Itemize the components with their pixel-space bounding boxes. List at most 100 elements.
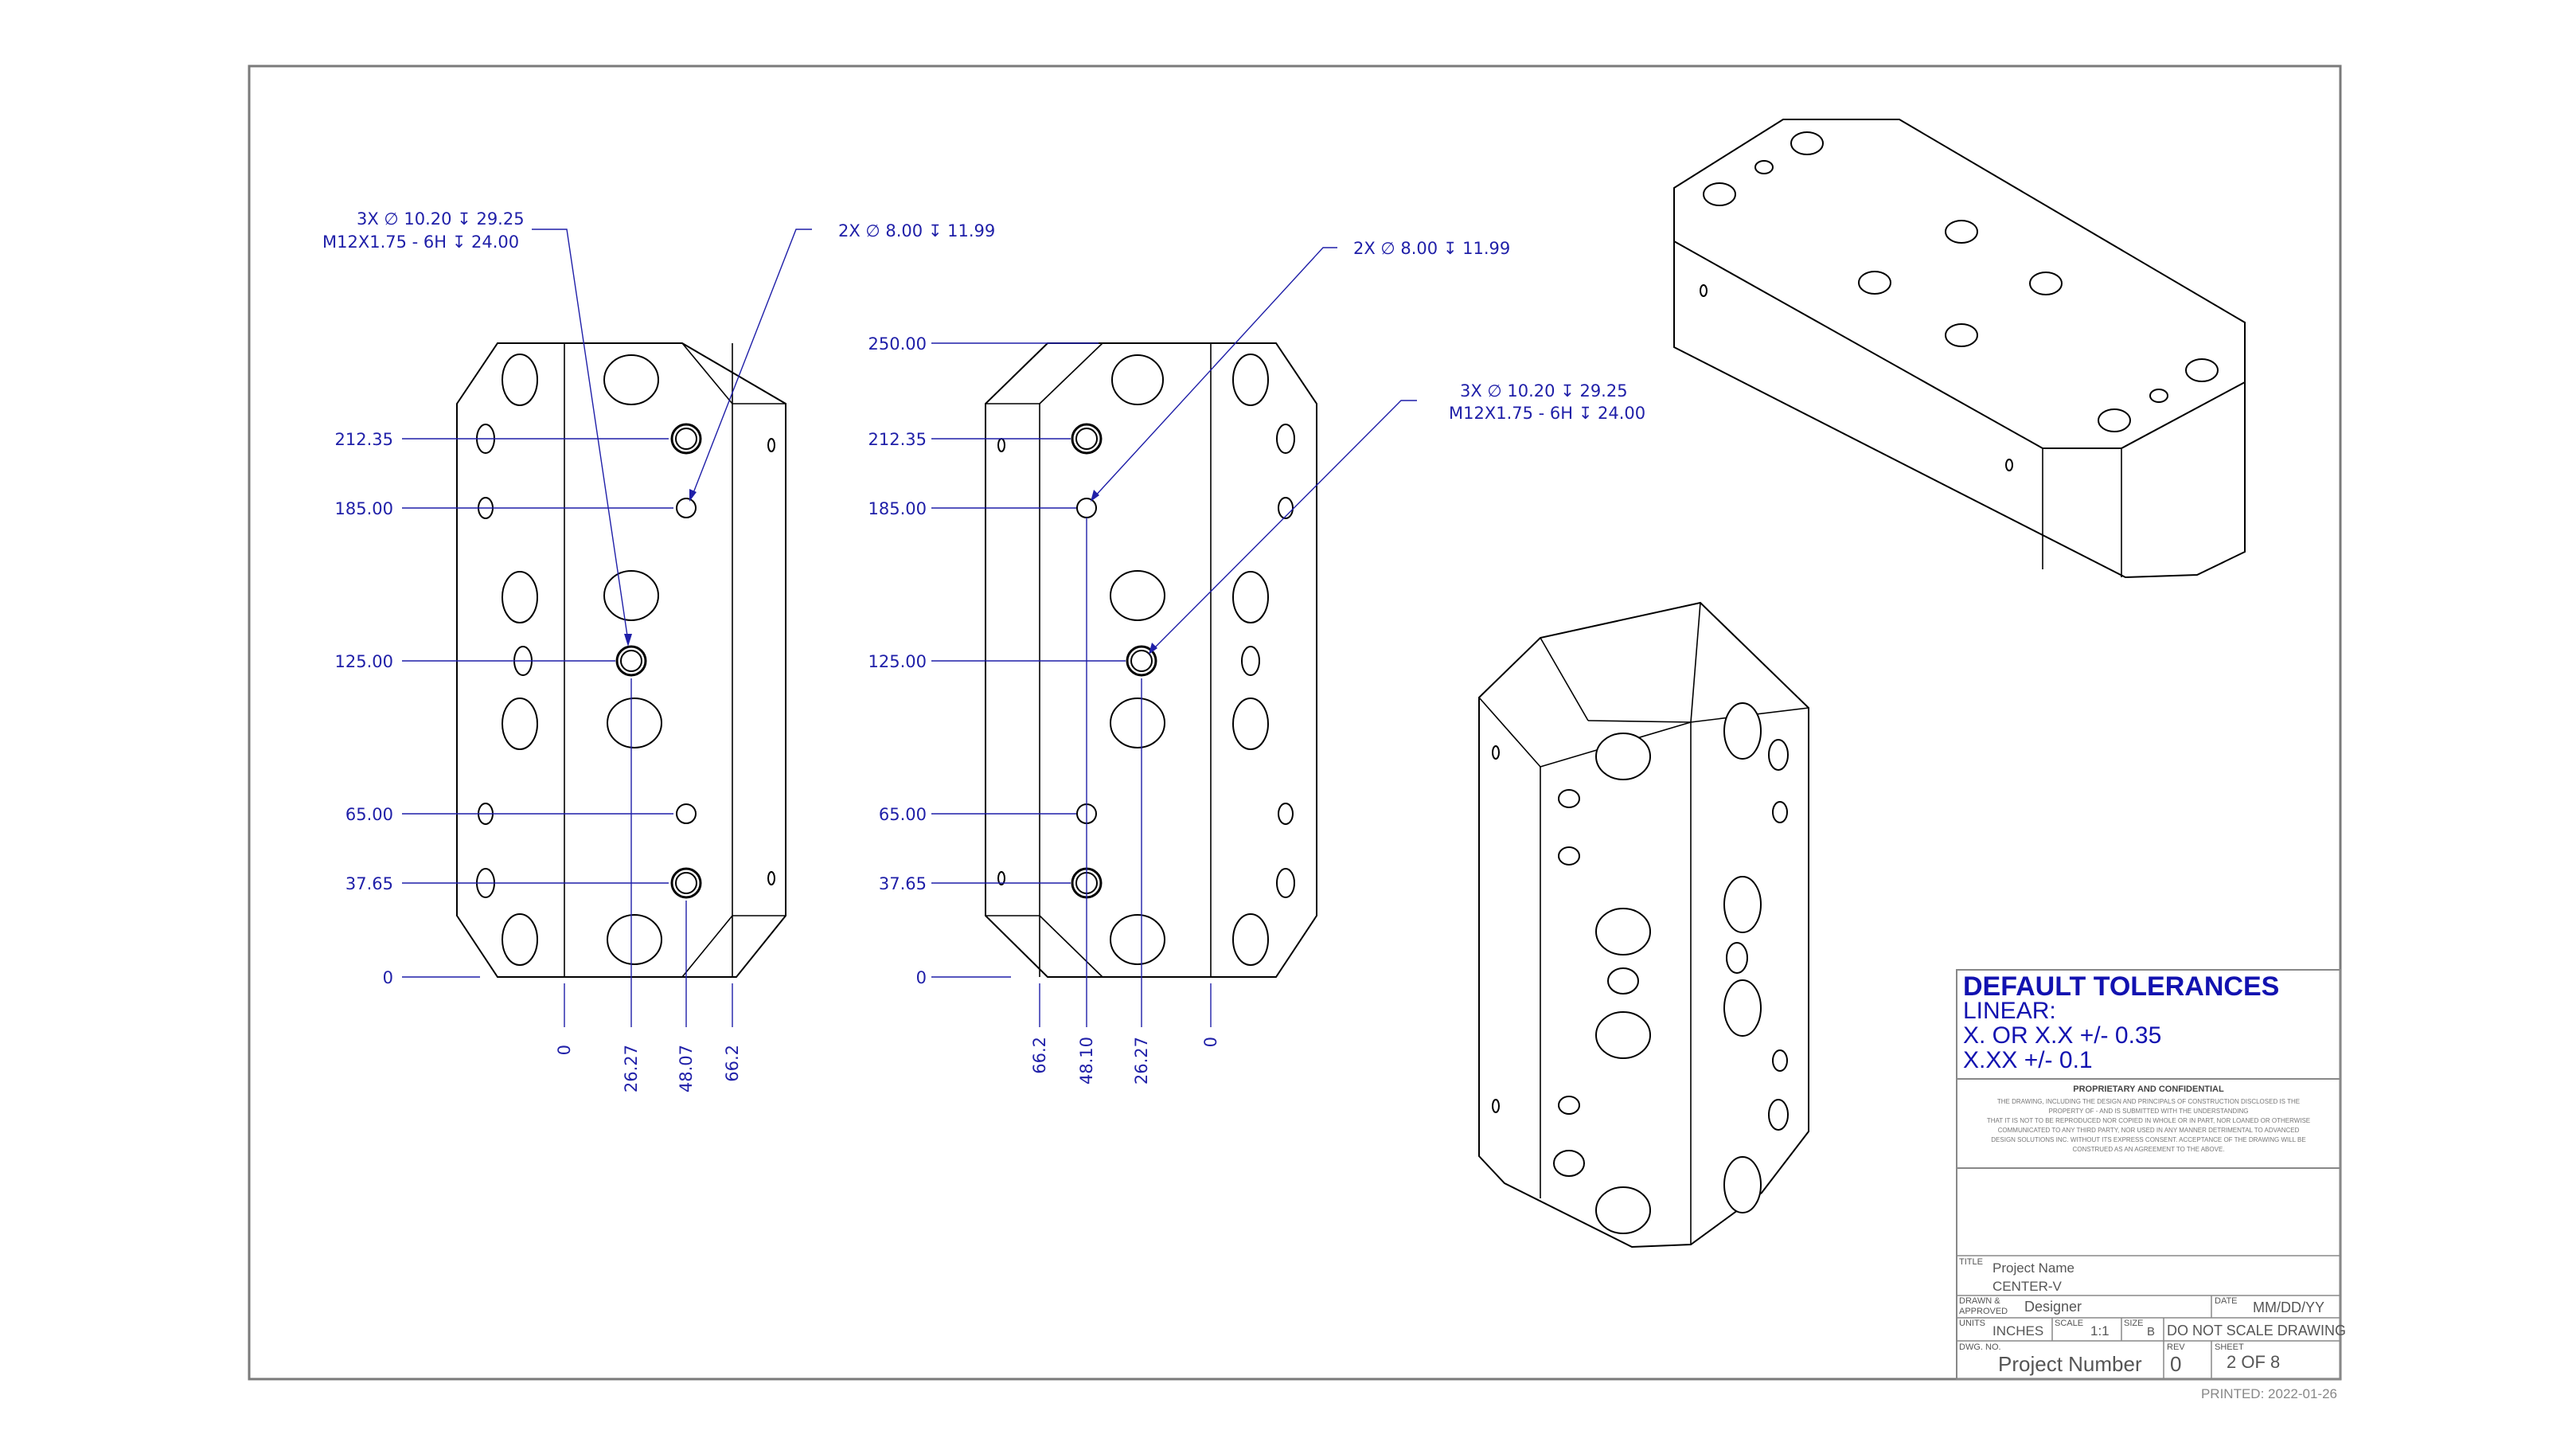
hole	[1595, 1011, 1651, 1059]
front-view-right: 2X ∅ 8.00 ↧ 11.99 3X ∅ 10.20 ↧ 29.25 M12…	[868, 239, 1646, 1084]
rev-label: REV	[2167, 1342, 2185, 1352]
project-number: Project Number	[1998, 1352, 2142, 1376]
front-view-left: 3X ∅ 10.20 ↧ 29.25 M12X1.75 - 6H ↧ 24.00…	[322, 209, 995, 1092]
hole	[502, 698, 538, 750]
ordinate-label: 26.27	[1132, 1037, 1151, 1084]
tolerances-line-1: X. OR X.X +/- 0.35	[1963, 1022, 2161, 1049]
drawn-label: DRAWN &	[1959, 1296, 2000, 1306]
ordinate-label: 0	[555, 1045, 574, 1055]
ordinate-label: 125.00	[868, 652, 927, 671]
hole	[997, 438, 1005, 452]
leader-arrow	[624, 634, 632, 647]
hole	[1276, 868, 1295, 898]
ordinate-label: 37.65	[345, 874, 393, 893]
ordinate-label: 66.2	[723, 1045, 742, 1082]
view2-edge-line	[1039, 915, 1103, 978]
ordinate-label: 37.65	[879, 874, 927, 893]
hole	[1558, 789, 1580, 808]
hole	[1492, 745, 1500, 760]
hole-callout-thread: M12X1.75 - 6H ↧ 24.00	[1449, 404, 1645, 423]
hole	[1703, 182, 1736, 206]
hole	[502, 913, 538, 966]
units-label: UNITS	[1959, 1319, 1985, 1328]
proprietary-title: PROPRIETARY AND CONFIDENTIAL	[2073, 1084, 2224, 1094]
ordinate-label: 185.00	[335, 499, 393, 518]
tapped-hole-inner	[1130, 650, 1153, 672]
hole	[997, 871, 1005, 885]
ordinate-label: 26.27	[622, 1045, 641, 1092]
hole	[1726, 942, 1748, 974]
iso-body	[1673, 241, 2246, 579]
hole	[1790, 131, 1824, 155]
hole	[1276, 424, 1295, 454]
tapped-hole-inner	[620, 650, 642, 672]
tapped-hole-inner	[1075, 428, 1098, 450]
ordinate-label: 0	[1201, 1037, 1220, 1047]
proprietary-text: DESIGN SOLUTIONS INC. WITHOUT ITS EXPRES…	[1991, 1136, 2305, 1143]
proprietary-text: CONSTRUED AS AN AGREEMENT TO THE ABOVE.	[2072, 1146, 2224, 1153]
hole	[1945, 220, 1978, 244]
ordinate-label: 212.35	[335, 430, 393, 449]
title-block: DEFAULT TOLERANCES LINEAR: X. OR X.X +/-…	[1956, 969, 2346, 1380]
size-label: SIZE	[2124, 1319, 2143, 1328]
isometric-view-top	[1673, 119, 2246, 579]
hole	[1723, 979, 1762, 1037]
view1-edge-line	[681, 915, 733, 978]
hole	[607, 914, 662, 965]
hole-callout-dowel: 2X ∅ 8.00 ↧ 11.99	[838, 221, 995, 240]
hole	[1110, 570, 1165, 621]
tapped-hole-inner	[675, 872, 697, 894]
rev: 0	[2170, 1352, 2181, 1376]
hole	[1278, 803, 1294, 825]
hole	[1076, 498, 1097, 518]
hole	[767, 438, 775, 452]
isometric-view-bottom	[1478, 601, 1809, 1249]
callout-leader	[1151, 400, 1417, 651]
hole	[2185, 358, 2219, 382]
hole	[1232, 571, 1269, 623]
leader-arrow	[689, 489, 697, 502]
hole	[1241, 646, 1260, 676]
title-block-frame	[1956, 969, 2341, 1380]
hole	[1858, 271, 1891, 295]
hole	[1232, 354, 1269, 406]
iso-upright-outline	[1478, 601, 1809, 1249]
hole	[1772, 1049, 1788, 1072]
hole	[603, 570, 659, 621]
hole	[1723, 876, 1762, 933]
ordinate-label: 65.00	[879, 805, 927, 824]
tapped-hole-inner	[675, 428, 697, 450]
hole	[1110, 698, 1165, 748]
printed-date: PRINTED: 2022-01-26	[2201, 1386, 2337, 1401]
iso-upright-edge	[1690, 602, 1701, 723]
hole	[1754, 160, 1774, 174]
tolerances-line-2: X.XX +/- 0.1	[1963, 1047, 2093, 1073]
project-name: Project Name	[1992, 1260, 2074, 1276]
hole	[676, 498, 697, 518]
view2-outline	[985, 342, 1317, 978]
hole	[1492, 1099, 1500, 1113]
ordinate-label: 65.00	[345, 805, 393, 824]
date: MM/DD/YY	[2253, 1299, 2324, 1315]
leader-arrow	[1091, 490, 1099, 502]
hole-callout-tapped: 3X ∅ 10.20 ↧ 29.25	[1460, 381, 1628, 401]
iso-upright-edge	[1587, 720, 1692, 723]
hole	[1595, 908, 1651, 955]
view1-edge-line	[681, 342, 733, 404]
hole	[1945, 323, 1978, 347]
hole	[607, 698, 662, 748]
tolerances-linear: LINEAR:	[1963, 998, 2056, 1024]
hole-callout-dowel: 2X ∅ 8.00 ↧ 11.99	[1353, 239, 1510, 258]
hole	[1111, 354, 1164, 405]
hole	[502, 354, 538, 406]
sheet-border	[248, 64, 2342, 1381]
ordinate-label: 0	[916, 968, 927, 987]
hole	[1700, 284, 1708, 297]
leader-arrow	[1149, 643, 1157, 655]
tolerances-title: DEFAULT TOLERANCES	[1963, 971, 2279, 1002]
view2-edge-line	[1039, 342, 1103, 404]
hole	[1595, 733, 1651, 780]
ordinate-label: 250.00	[868, 334, 927, 354]
part-name: CENTER-V	[1992, 1279, 2063, 1294]
size: B	[2147, 1325, 2155, 1338]
